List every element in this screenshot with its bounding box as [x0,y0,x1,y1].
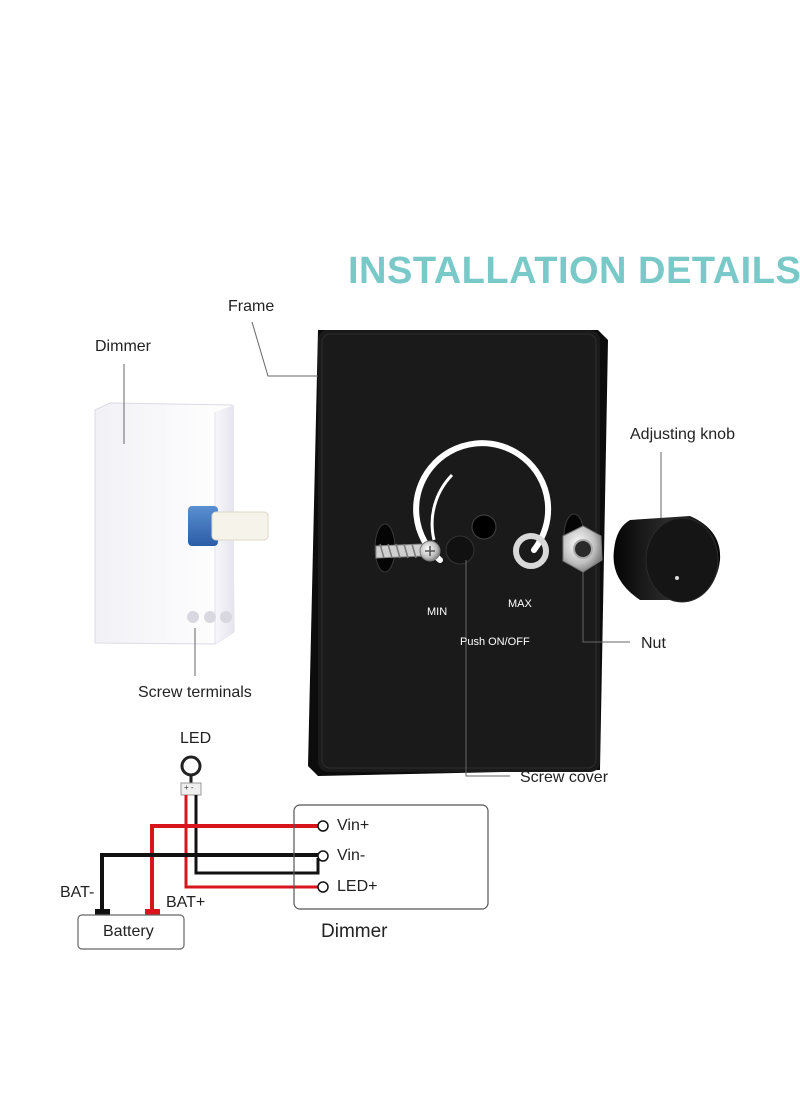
led-label: LED [180,730,212,747]
screw-terminal [187,611,199,623]
dimmer-shaft-collar [188,506,218,546]
led-plus-terminal [317,881,329,893]
screw-cover-cap [445,535,475,565]
adjusting-knob [613,516,721,603]
wiring-diagram [77,755,489,950]
screw-terminal [204,611,216,623]
screw-cover-label: Screw cover [520,769,609,786]
dimmer-shaft [211,511,269,541]
page-title: INSTALLATION DETAILS [348,250,800,292]
vin-plus-terminal [317,820,329,832]
battery-label: Battery [103,923,154,940]
min-mark: MIN [427,606,448,618]
vin-plus-label: Vin+ [337,817,370,834]
led-polarity: + - [184,783,194,792]
led-connector [180,755,202,777]
screw [375,540,441,562]
adjusting-knob-label: Adjusting knob [630,426,735,443]
dimmer-wiring-label: Dimmer [321,921,388,942]
nut-label: Nut [641,635,666,652]
nut [562,525,603,573]
battery-box [77,914,185,950]
led-plus-label: LED+ [337,878,378,895]
bat-plus-label: BAT+ [166,894,206,911]
bat-minus-label: BAT- [60,884,95,901]
screw-terminal [220,611,232,623]
max-mark: MAX [508,598,532,610]
frame-label: Frame [228,298,275,315]
dimmer-box [293,804,489,910]
screw-terminals-label: Screw terminals [138,684,252,701]
frame-panel [308,330,608,776]
push-on-off-label: Push ON/OFF [460,636,530,648]
panel-hole [471,514,497,540]
ring-washer [513,533,549,569]
dimmer-module [94,402,269,645]
dimming-arc [413,440,552,563]
vin-minus-label: Vin- [337,847,366,864]
vin-minus-terminal [317,850,329,862]
dimmer-label: Dimmer [95,338,151,355]
led-terminal [180,782,202,796]
leader-lines [123,321,662,777]
